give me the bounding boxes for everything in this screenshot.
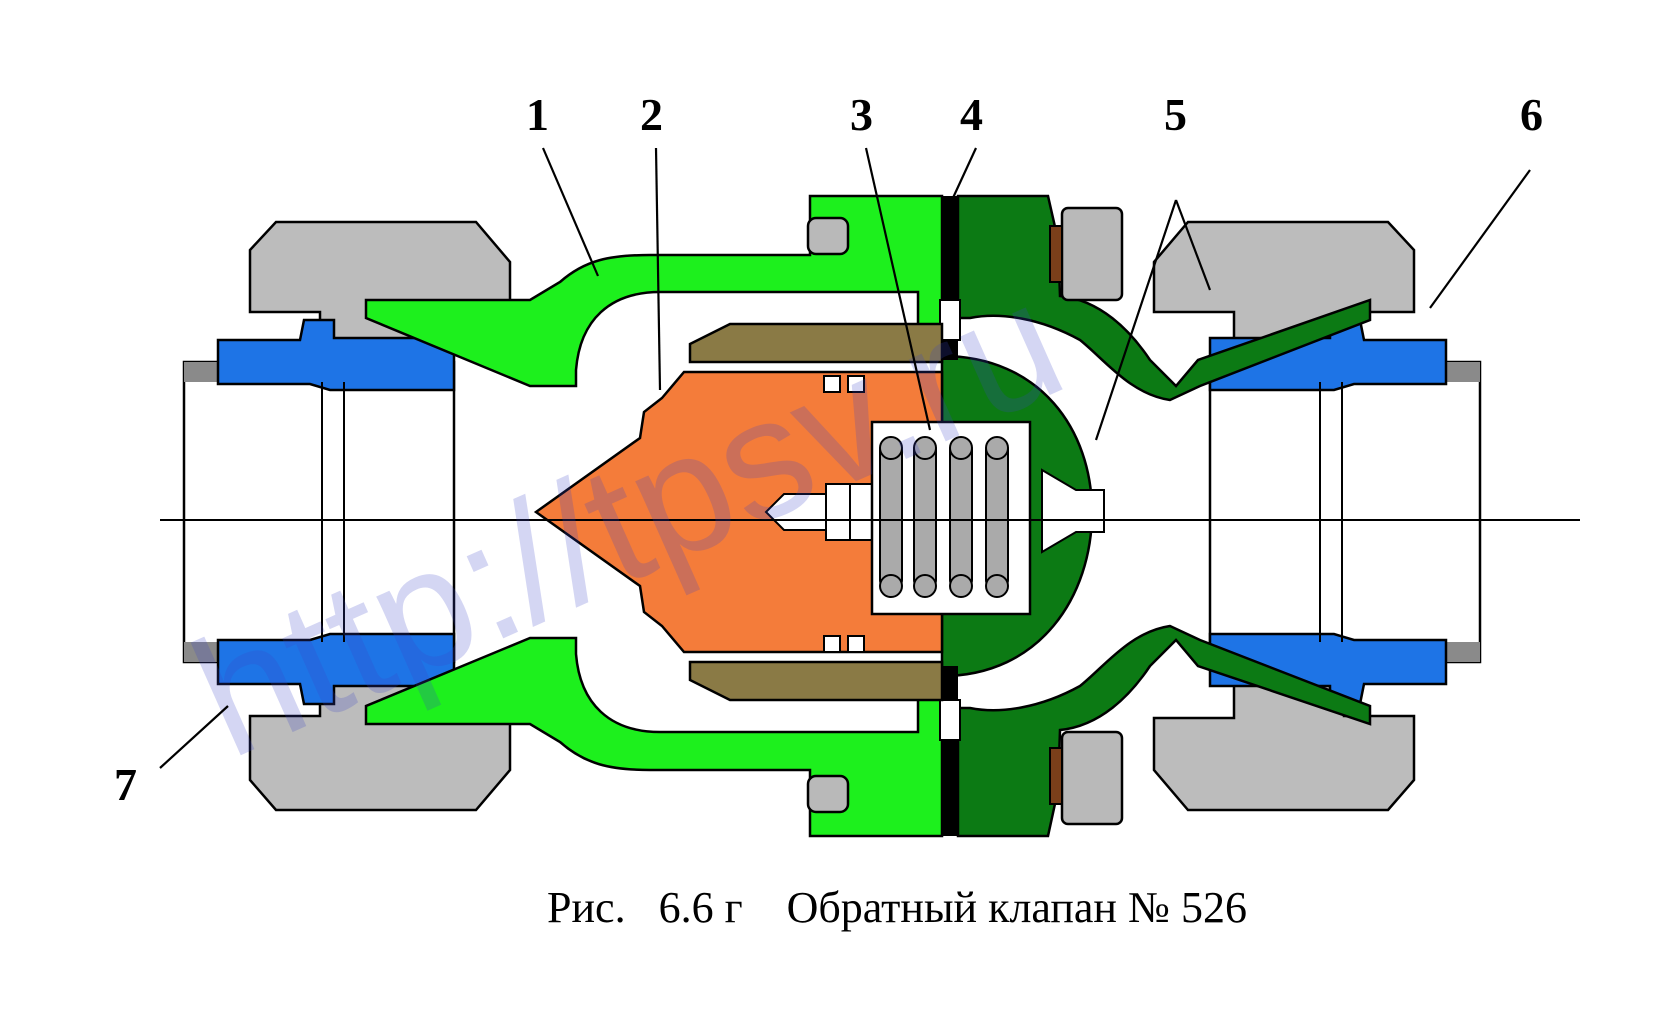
callout-2: 2 [640, 89, 663, 140]
flange-bolts [806, 206, 1124, 826]
spring [870, 420, 1032, 616]
guide-bottom [688, 660, 944, 702]
body-right-upper [956, 194, 1372, 402]
poppet-hole [823, 635, 841, 653]
poppet-hole [823, 375, 841, 393]
spring-coils [879, 436, 1009, 598]
callout-6: 6 [1520, 89, 1543, 140]
bolt-top-left [806, 216, 850, 256]
spring-cup-notch [1041, 468, 1105, 554]
left-union-assembly [182, 220, 512, 812]
poppet-guide [688, 322, 944, 702]
figure-caption: Рис. 6.6 г Обратный клапан № 526 [547, 883, 1247, 932]
flange-gasket [939, 196, 961, 836]
body-right-lower [956, 624, 1372, 838]
callout-7: 7 [114, 759, 137, 810]
right-pipe [1208, 360, 1482, 664]
bolt-bottom-right [1060, 730, 1124, 826]
poppet-hole [847, 375, 865, 393]
bolt-top-shank [1049, 225, 1063, 283]
callout-labels: 1 2 3 4 5 6 7 [114, 89, 1543, 810]
right-union-assembly [1152, 220, 1482, 812]
poppet-hole [847, 635, 865, 653]
bolt-bottom-left [806, 774, 850, 814]
callout-1: 1 [526, 89, 549, 140]
bolt-bottom-shank [1049, 747, 1063, 805]
right-nipple-bottom [1208, 632, 1448, 706]
left-nipple-bottom [216, 632, 456, 706]
callout-4: 4 [960, 89, 983, 140]
bolt-top-right [1060, 206, 1124, 302]
right-nipple-top [1208, 318, 1448, 392]
poppet [533, 370, 944, 654]
callout-leaders [159, 147, 1531, 769]
callout-5: 5 [1164, 89, 1187, 140]
guide-top [688, 322, 944, 364]
callout-3: 3 [850, 89, 873, 140]
